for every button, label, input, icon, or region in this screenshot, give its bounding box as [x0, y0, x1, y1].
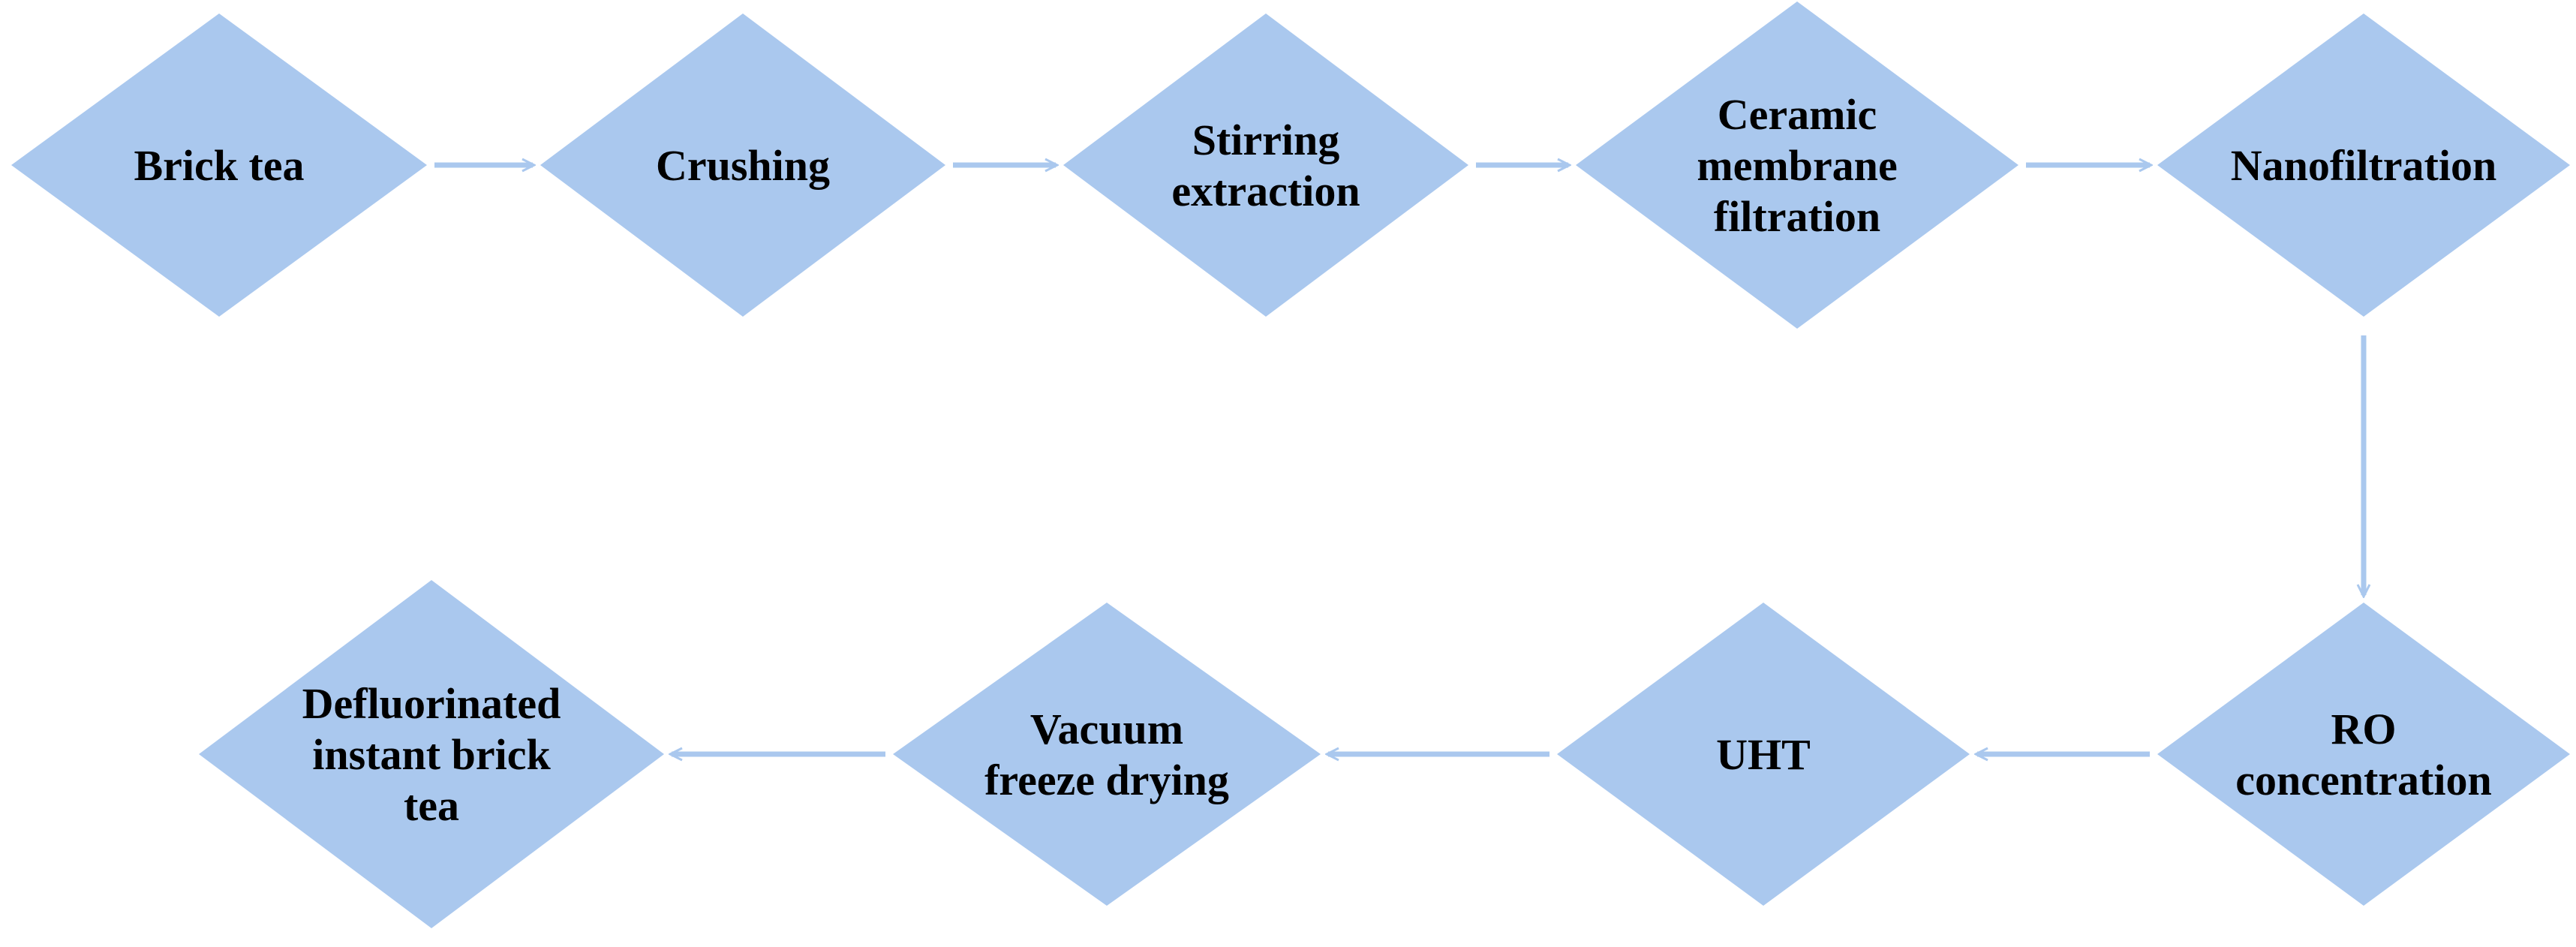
node-label-line: tea	[404, 781, 459, 830]
node-shape	[2157, 603, 2570, 906]
node-label-line: filtration	[1714, 192, 1880, 241]
node-shape	[1557, 603, 1970, 906]
node-label-line: Defluorinated	[302, 679, 561, 728]
node-label-line: RO	[2331, 705, 2397, 753]
node-label-line: Ceramic	[1718, 90, 1877, 139]
node-label-line: freeze drying	[984, 756, 1229, 804]
node-label-line: Brick tea	[134, 141, 304, 190]
node-label-line: extraction	[1171, 167, 1360, 215]
node-shape	[2157, 14, 2570, 317]
node-label-line: concentration	[2235, 756, 2492, 804]
node-label-line: Crushing	[656, 141, 830, 190]
node-brick-tea: Brick tea	[11, 14, 427, 317]
node-shape	[540, 14, 945, 317]
node-label-line: membrane	[1697, 141, 1897, 190]
node-label-line: instant brick	[312, 730, 551, 779]
node-shape	[1063, 14, 1468, 317]
node-label-line: UHT	[1716, 730, 1811, 779]
node-label-line: Stirring	[1192, 116, 1340, 164]
node-label-line: Nanofiltration	[2231, 141, 2496, 190]
node-uht: UHT	[1557, 603, 1970, 906]
arrows-layer	[434, 165, 2364, 754]
node-label-line: Vacuum	[1030, 705, 1183, 753]
node-shape	[1576, 2, 2018, 329]
node-crushing: Crushing	[540, 14, 945, 317]
node-shape	[199, 580, 664, 928]
node-shape	[11, 14, 427, 317]
node-shape	[893, 603, 1321, 906]
node-nanofiltration: Nanofiltration	[2157, 14, 2570, 317]
